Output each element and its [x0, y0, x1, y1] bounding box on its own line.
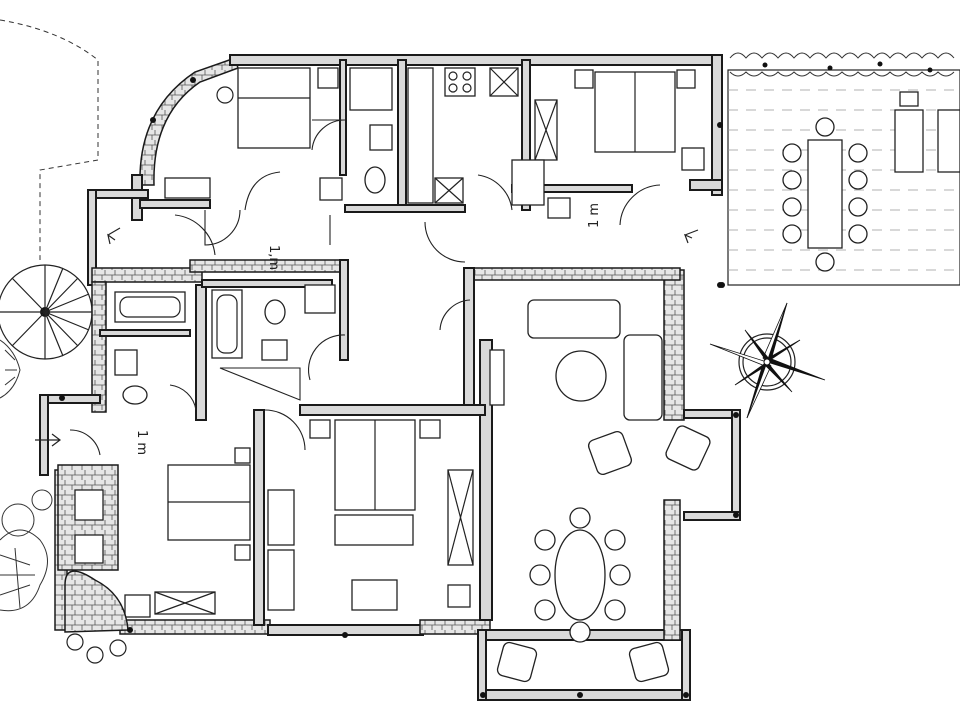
interior-walls — [99, 59, 633, 626]
kitchen-southwest — [57, 447, 251, 664]
counter-left — [407, 67, 434, 204]
sofa-north — [527, 299, 621, 339]
armchair — [587, 430, 633, 476]
dining-chair — [534, 529, 556, 551]
sink — [261, 339, 288, 361]
stove — [444, 67, 476, 97]
sink — [369, 124, 393, 151]
outdoor-chair — [782, 143, 802, 163]
entrance-arrow — [683, 229, 699, 244]
bedroom-northwest — [164, 67, 343, 201]
garden-boundary — [0, 19, 99, 260]
shower — [349, 67, 393, 111]
armchair — [447, 584, 471, 608]
living-room — [489, 299, 711, 683]
dining-chair — [609, 564, 631, 586]
outdoor-chair — [782, 170, 802, 190]
shower — [304, 284, 336, 314]
toilet — [122, 385, 148, 405]
nightstand — [317, 67, 339, 89]
toilet — [364, 166, 386, 194]
sink — [74, 534, 104, 564]
nightstand — [574, 69, 594, 89]
outdoor-chair — [848, 143, 868, 163]
dresser — [267, 489, 295, 546]
hall-dimension-label: 1,m — [266, 245, 281, 270]
bedroom-south — [267, 419, 474, 611]
nightstand — [676, 69, 696, 89]
chair — [234, 447, 251, 464]
cabinet — [489, 349, 505, 406]
outdoor-chair — [815, 117, 835, 137]
armchair — [319, 177, 343, 201]
bathroom-central — [211, 284, 336, 361]
stove — [74, 489, 104, 521]
hedge-planting — [729, 52, 955, 77]
armchair — [665, 425, 711, 471]
outdoor-chair — [848, 197, 868, 217]
sun-lounger — [937, 109, 960, 173]
toilet — [264, 299, 286, 325]
sink — [114, 349, 138, 376]
desk — [511, 159, 545, 206]
doors — [69, 119, 661, 456]
armchair — [628, 641, 670, 683]
compass-rose-icon — [709, 302, 826, 419]
hall-dimension-label: 1 m — [134, 430, 149, 455]
side-table — [899, 91, 919, 107]
dining-table — [554, 529, 606, 621]
bedroom-north — [511, 69, 705, 219]
desk — [351, 579, 398, 611]
armchair — [681, 147, 705, 171]
dining-chair — [604, 529, 626, 551]
garden-trees — [0, 339, 53, 612]
hall-dimension-label: 1 m — [587, 203, 602, 228]
chair — [547, 197, 571, 219]
kitchen-north — [407, 67, 519, 204]
sofa-east — [623, 334, 663, 421]
dining-chair — [534, 599, 556, 621]
chair — [234, 544, 251, 561]
nightstand — [309, 419, 331, 439]
bathroom-north — [349, 67, 393, 194]
spiral-staircase — [0, 264, 93, 360]
cabinet — [124, 594, 151, 618]
dining-chair — [529, 564, 551, 586]
bay-window-southwest — [64, 570, 129, 633]
entrance-arrow — [107, 227, 121, 245]
dresser — [267, 549, 295, 611]
outdoor-chair — [782, 224, 802, 244]
bathroom-west — [114, 291, 186, 405]
bench — [334, 514, 414, 546]
dining-chair — [569, 507, 591, 529]
outdoor-chair — [782, 197, 802, 217]
outdoor-chair — [848, 224, 868, 244]
terrace-deck — [719, 69, 960, 288]
double-bed — [237, 67, 311, 149]
dining-chair — [569, 621, 591, 643]
wardrobe — [164, 177, 211, 199]
nightstand — [419, 419, 441, 439]
outdoor-chair — [815, 252, 835, 272]
armchair — [496, 641, 538, 683]
outdoor-chair — [848, 170, 868, 190]
sun-lounger — [894, 109, 924, 173]
coffee-table — [555, 350, 607, 402]
entrance-arrow — [35, 433, 61, 447]
outdoor-table — [807, 139, 843, 249]
dining-chair — [604, 599, 626, 621]
